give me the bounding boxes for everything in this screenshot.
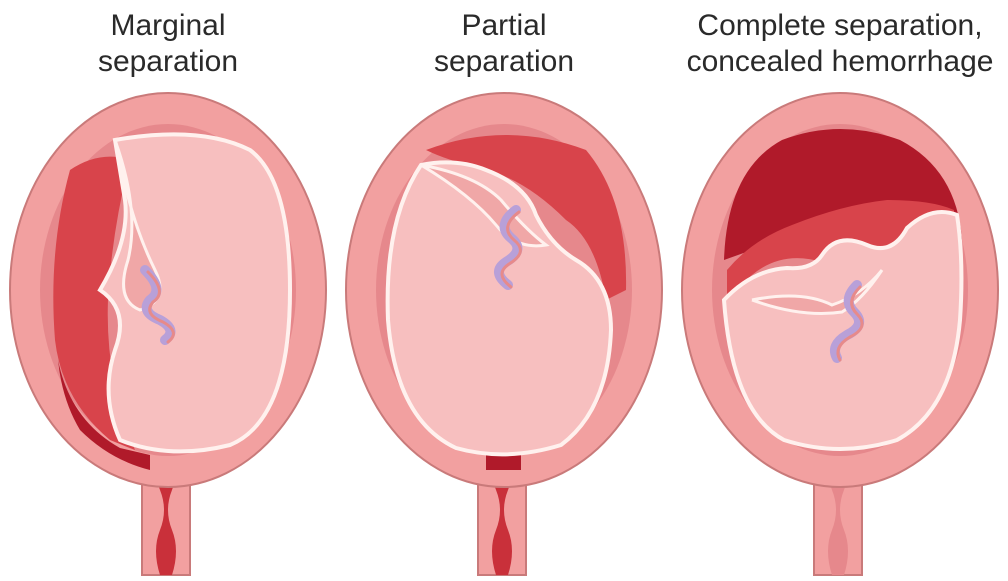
panel-complete-separation: Complete separation, concealed hemorrhag… xyxy=(672,0,1008,581)
uterus-illustration xyxy=(336,0,672,581)
panel-marginal-separation: Marginal separation xyxy=(0,0,336,581)
panel-partial-separation: Partial separation xyxy=(336,0,672,581)
uterus-illustration xyxy=(0,0,336,581)
uterus-illustration xyxy=(672,0,1008,581)
